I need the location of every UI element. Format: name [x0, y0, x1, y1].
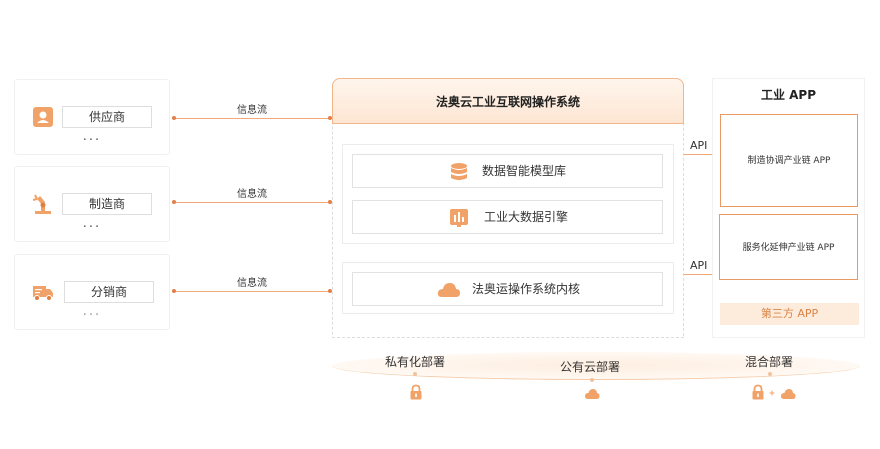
manufacturer-label: 制造商: [62, 193, 152, 215]
supplier-card: 供应商 ···: [14, 79, 170, 155]
flow-label: 信息流: [237, 105, 267, 116]
truck-icon: [33, 286, 53, 301]
chart-icon: [450, 209, 468, 227]
cloud-icon: [780, 389, 796, 399]
service-chain-label: 服务化延伸产业链 APP: [742, 243, 835, 253]
flow-arrow: [172, 289, 332, 293]
api-line: [684, 274, 712, 275]
person-icon: [33, 107, 53, 127]
more-dots: ···: [82, 220, 102, 235]
os-title: 法奥云工业互联网操作系统: [332, 78, 684, 124]
more-dots: ···: [82, 133, 102, 148]
flow-label: 信息流: [237, 189, 267, 200]
big-data-engine-label: 工业大数据引擎: [484, 210, 569, 224]
big-data-engine-row: 工业大数据引擎: [352, 200, 663, 234]
supplier-label: 供应商: [62, 106, 152, 128]
manufacturing-chain-app: 制造协调产业链 APP: [720, 114, 858, 207]
robot-arm-icon: [32, 194, 51, 214]
lock-icon: [752, 384, 764, 400]
lock-icon: [410, 384, 422, 400]
plus-icon: [769, 390, 775, 396]
os-kernel-row: 法奥运操作系统内核: [352, 272, 663, 306]
cloud-icon: [584, 389, 600, 399]
private-deploy-label: 私有化部署: [384, 355, 445, 369]
model-library-label: 数据智能模型库: [482, 164, 567, 178]
model-library-row: 数据智能模型库: [352, 154, 663, 188]
distributor-card: 分销商 ···: [14, 254, 170, 330]
os-kernel-label: 法奥运操作系统内核: [472, 282, 581, 296]
third-party-app: 第三方 APP: [720, 303, 859, 325]
deployment-band: [332, 352, 860, 380]
distributor-label: 分销商: [64, 281, 154, 303]
more-dots: ···: [82, 308, 102, 323]
api-line: [684, 154, 712, 155]
manufacturer-card: 制造商 ···: [14, 166, 170, 242]
hybrid-deploy-label: 混合部署: [744, 355, 793, 369]
cloud-icon: [437, 283, 460, 297]
api-label: API: [690, 259, 708, 272]
database-icon: [451, 163, 467, 180]
flow-arrow: [172, 200, 332, 204]
flow-arrow: [172, 116, 332, 120]
manufacturing-chain-label: 制造协调产业链 APP: [747, 156, 831, 166]
industrial-app-title: 工业 APP: [760, 88, 817, 102]
public-cloud-deploy-label: 公有云部署: [559, 360, 620, 374]
service-chain-app: 服务化延伸产业链 APP: [719, 214, 858, 280]
flow-label: 信息流: [237, 278, 267, 289]
api-label: API: [690, 139, 708, 152]
